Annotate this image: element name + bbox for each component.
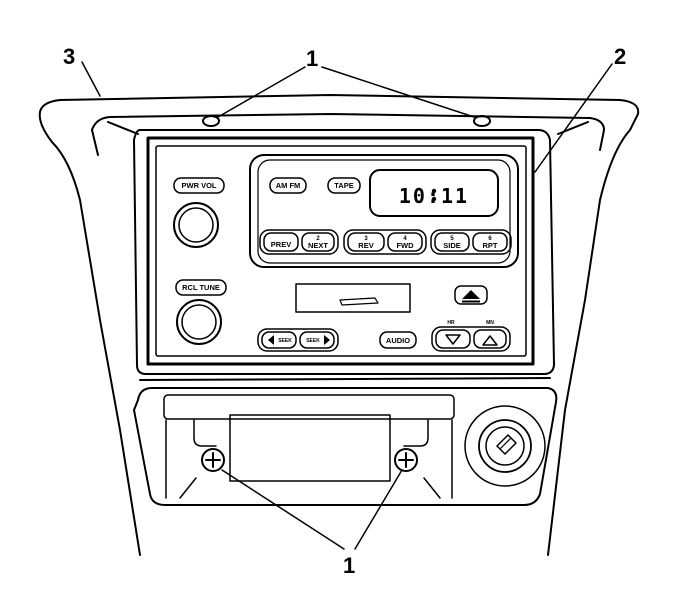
callout-1-bottom: 1 <box>343 553 355 578</box>
next-num: 2 <box>316 236 320 242</box>
audio-button[interactable] <box>379 331 417 349</box>
am-fm-label: AM FM <box>276 181 301 190</box>
seek-down-button[interactable] <box>261 331 297 349</box>
audio-label: AUDIO <box>386 336 410 345</box>
am-fm-button[interactable] <box>269 177 307 194</box>
bottom-screw-right <box>394 448 418 472</box>
rev-num: 3 <box>364 236 368 242</box>
rcl-tune-button[interactable] <box>175 279 227 296</box>
callout-3: 3 <box>63 44 75 69</box>
callout-2: 2 <box>614 44 626 69</box>
leader-lines <box>81 61 613 550</box>
seek-up-label: SEEK <box>306 338 320 344</box>
bottom-screws <box>201 448 418 472</box>
radio-housing <box>133 129 555 375</box>
side-num: 5 <box>450 236 454 242</box>
eject-button[interactable] <box>454 285 488 305</box>
seek-up-icon <box>324 335 330 345</box>
eject-icon <box>462 290 480 299</box>
mn-label: MN <box>486 320 494 326</box>
rpt-num: 6 <box>488 236 492 242</box>
tape-label: TAPE <box>334 181 353 190</box>
rcl-tune-label: RCL TUNE <box>182 283 220 292</box>
seek-up-button[interactable] <box>299 331 335 349</box>
pwr-vol-label: PWR VOL <box>182 181 217 190</box>
top-screws <box>202 115 491 127</box>
next-button[interactable] <box>301 232 335 252</box>
tape-button[interactable] <box>327 177 361 194</box>
rev-label: REV <box>358 241 373 250</box>
minute-up-icon <box>482 335 498 346</box>
pwr-vol-button[interactable] <box>173 177 225 194</box>
next-label: NEXT <box>308 241 328 250</box>
hour-button[interactable] <box>435 329 471 349</box>
cassette-slot <box>295 283 411 313</box>
bottom-screw-left <box>201 448 225 472</box>
clock-readout: 10:11 <box>399 184 469 208</box>
rev-button[interactable] <box>347 232 385 252</box>
tune-knob[interactable] <box>176 299 222 345</box>
top-screw-right <box>473 115 491 127</box>
prev-button[interactable] <box>263 232 299 252</box>
side-label: SIDE <box>443 241 461 250</box>
pocket-opening <box>229 414 391 482</box>
hr-label: HR <box>447 320 455 326</box>
hour-down-icon <box>445 334 461 345</box>
seek-down-label: SEEK <box>278 338 292 344</box>
fwd-button[interactable] <box>387 232 423 252</box>
volume-knob[interactable] <box>173 202 219 248</box>
rpt-button[interactable] <box>472 232 508 252</box>
trim-plate <box>38 94 640 556</box>
prev-label: PREV <box>271 240 291 249</box>
callout-1-top: 1 <box>306 46 318 71</box>
rpt-label: RPT <box>483 241 498 250</box>
knobs <box>173 202 222 345</box>
fwd-label: FWD <box>396 241 414 250</box>
lighter-icon <box>464 405 546 487</box>
radio-buttons <box>173 177 512 352</box>
lower-compartment <box>133 377 558 506</box>
top-screw-left <box>202 115 220 127</box>
minute-button[interactable] <box>473 329 507 349</box>
clock-display-frame <box>369 169 499 217</box>
tape-panel <box>249 154 519 268</box>
side-button[interactable] <box>434 232 470 252</box>
seek-down-icon <box>268 335 274 345</box>
fwd-num: 4 <box>403 236 407 242</box>
